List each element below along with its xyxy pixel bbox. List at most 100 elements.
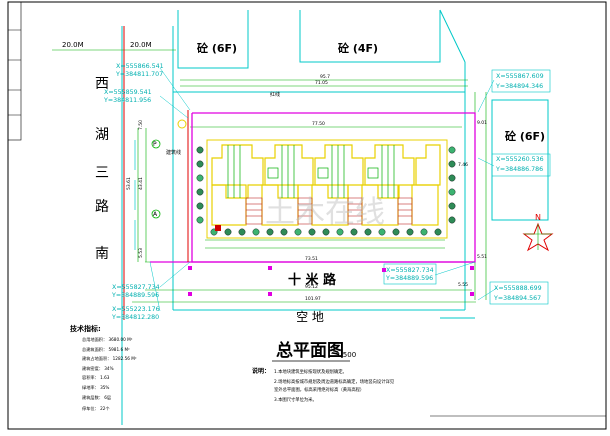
tree-symbol: [350, 228, 358, 236]
tree-symbol: [448, 160, 456, 168]
tree-symbol: [196, 202, 204, 210]
tree-symbol: [196, 160, 204, 168]
tech-row-6: 绿地率： 35%: [82, 384, 109, 391]
drawing-scale: 1:500: [336, 351, 356, 359]
dim-bottom-right: 5.55: [458, 282, 468, 288]
tech-row-4: 建筑密度： 34%: [82, 365, 114, 372]
north-arrow: N: [522, 213, 554, 252]
survey-marker: [177, 119, 187, 129]
road-west-char-4: 路: [95, 199, 109, 215]
tree-symbol: [406, 228, 414, 236]
dim-bottom-outer: 101.97: [305, 296, 321, 302]
tree-symbol: [448, 216, 456, 224]
road-south-label: 十 米 路: [288, 272, 337, 288]
tech-row-3: 建筑占地面积： 1282.56 M²: [82, 355, 137, 362]
dim-mid: 77.50: [312, 121, 325, 127]
dim-top-inner: 71.05: [315, 80, 328, 86]
tech-row-1: 总用地面积： 3680.00 M²: [82, 336, 133, 343]
entrance-marker: [215, 225, 221, 231]
dim-left-b: 5.53: [138, 248, 144, 258]
coord-4-x: X=555260.536: [496, 156, 544, 163]
coord-1-x: X=555866.541: [116, 63, 164, 70]
coord-1-y: Y=384811.707: [115, 71, 163, 78]
tree-symbol: [280, 228, 288, 236]
dimension-values: 95.7 71.05 77.50 73.51 95.12 101.97 9.01…: [126, 74, 487, 302]
tree-symbol: [196, 188, 204, 196]
dim-right-c: 5.51: [477, 254, 487, 260]
tree-symbol: [448, 146, 456, 154]
marker-p-circle: [151, 139, 161, 149]
dim-left-height: 53.61: [126, 177, 132, 190]
coordinate-boxes: [383, 69, 551, 305]
tree-symbol: [434, 228, 442, 236]
road-ticks: [188, 266, 474, 296]
tree-symbol: [420, 228, 428, 236]
road-width-left: 20.0M: [62, 41, 84, 49]
road-west-char-2: 湖: [95, 127, 109, 143]
surrounding-outlines: [121, 9, 549, 425]
parking-row: [205, 239, 445, 249]
north-label: N: [535, 213, 541, 222]
note-line-4: 3.本图尺寸单位为米。: [274, 396, 317, 403]
coord-6-x: X=555827.734: [386, 267, 434, 274]
marker-a-circle: [151, 209, 161, 219]
coord-4-y: Y=384886.786: [495, 166, 543, 173]
road-west-label: 西 湖 三 路 南: [95, 76, 109, 262]
marker-a-label: A: [153, 211, 158, 218]
tree-symbol: [252, 228, 260, 236]
dim-left-inner: 43.41: [138, 177, 144, 190]
building-stripes: [227, 145, 395, 198]
coord-5-x: X=555827.734: [112, 284, 160, 291]
tech-row-2: 总建筑面积： 5981.6 M²: [82, 346, 130, 353]
building-label-top-right: 砼 (4F): [338, 41, 378, 55]
road-width-right: 20.0M: [130, 41, 152, 49]
red-line-label: 红线: [270, 91, 280, 98]
dim-left-a: 7.50: [138, 120, 144, 130]
road-west-char-3: 三: [95, 165, 109, 181]
building-label-top-left: 砼 (6F): [197, 41, 237, 55]
tech-row-5: 容积率： 1.63: [82, 374, 110, 381]
coord-2-x: X=555859.541: [104, 89, 152, 96]
coord-8-x: X=555888.699: [494, 285, 542, 292]
tree-symbol: [196, 216, 204, 224]
road-west-char-5: 南: [95, 246, 109, 262]
dim-right-a: 9.01: [477, 120, 487, 126]
stair-hatching: [245, 197, 413, 225]
coord-3-x: X=555867.609: [496, 73, 544, 80]
building-line-label: 建筑线: [166, 149, 181, 156]
building-line: [206, 139, 448, 239]
dim-right-b: 7.46: [458, 162, 468, 168]
tech-row-8: 停车位： 22个: [82, 405, 110, 412]
coord-6-y: Y=384889.596: [385, 275, 433, 282]
note-line-2: 2.场地标高按城市规划及周边道路标高确定，场地竖向设计详见: [274, 378, 395, 385]
tree-symbol: [238, 228, 246, 236]
tree-symbol: [294, 228, 302, 236]
tree-symbol: [266, 228, 274, 236]
dim-top-total: 95.7: [320, 74, 330, 80]
coord-8-y: Y=384894.567: [493, 295, 541, 302]
notes-heading: 说明：: [252, 367, 270, 375]
tree-symbol: [308, 228, 316, 236]
tree-symbol: [448, 188, 456, 196]
tree-symbol: [196, 146, 204, 154]
coord-7-x: X=555223.176: [112, 306, 160, 313]
tech-heading: 技术指标:: [70, 324, 101, 333]
marker-p-label: P: [153, 141, 157, 148]
coord-5-y: Y=384889.596: [111, 292, 159, 299]
tree-symbol: [196, 174, 204, 182]
watermark: 土木在线: [265, 195, 385, 230]
tree-symbol: [224, 228, 232, 236]
road-west-char-1: 西: [95, 76, 109, 92]
tree-symbol: [364, 228, 372, 236]
coord-7-y: Y=384812.280: [111, 314, 159, 321]
tree-symbol: [392, 228, 400, 236]
coordinate-leaders: [149, 67, 498, 312]
note-line-3: 室外总平面图，标高采用绝对标高（黄海高程）: [274, 386, 364, 393]
coordinates: X=555866.541 Y=384811.707 X=555859.541 Y…: [103, 63, 544, 321]
tree-symbol: [448, 174, 456, 182]
coord-3-y: Y=384894.346: [495, 83, 543, 90]
dim-bottom-inner: 73.51: [305, 256, 318, 262]
open-ground-label: 空 地: [296, 310, 324, 324]
landscape-trees: [196, 146, 456, 236]
